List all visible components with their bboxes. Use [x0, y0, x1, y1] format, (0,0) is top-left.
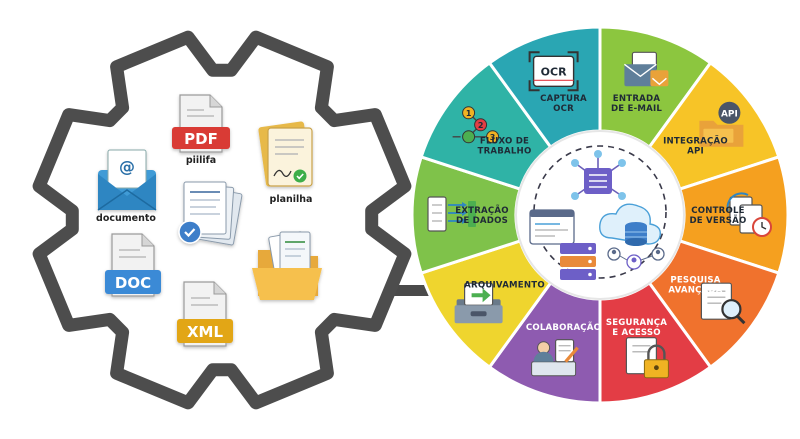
email-envelope-icon: @ [97, 149, 157, 211]
documento-label: documento [96, 213, 156, 224]
segment-label-versao-line-0: CONTROLE [691, 206, 745, 216]
server-stack-icon [560, 243, 596, 280]
document-stack-check-icon [178, 181, 243, 246]
pdf-badge: PDF [184, 130, 218, 148]
segment-label-ocr-line-0: CAPTURA [540, 94, 587, 104]
signed-sheet-icon [258, 121, 313, 187]
browser-window-icon [529, 209, 575, 245]
open-folder-icon [252, 231, 322, 300]
segment-label-pesquisa-line-0: PESQUISA [670, 275, 720, 285]
central-database-network-icon [515, 130, 685, 300]
api-icon-text: API [721, 109, 738, 119]
workflow-step-3: 3 [490, 133, 496, 142]
segment-label-seguranca-line-0: SEGURANÇA [606, 318, 667, 328]
segment-label-colaboracao-line-0: COLABORAÇÃO [526, 322, 601, 333]
padlock-icon [625, 337, 669, 379]
pdf-file-icon [172, 94, 230, 153]
segment-label-fluxo-line-1: TRABALHO [478, 147, 532, 157]
workflow-icon: 123 [452, 106, 500, 144]
svg-text:@: @ [119, 157, 135, 176]
archive-box-icon [454, 282, 503, 324]
workflow-step-2: 2 [478, 121, 484, 130]
collaboration-icon [531, 339, 579, 377]
ocr-icon-text: OCR [541, 65, 567, 78]
segment-label-api-line-0: INTEGRAÇÃO [663, 136, 728, 147]
planilha-label: planilha [270, 194, 313, 205]
api-folder-icon: API [699, 101, 744, 147]
network-node-icon [571, 150, 626, 200]
segment-label-pesquisa-line-1: AVANÇADA [668, 285, 722, 295]
version-clock-icon [726, 192, 772, 237]
ocr-scan-icon: OCR [528, 51, 579, 92]
users-icon [607, 247, 665, 270]
segment-label-versao-line-1: DE VERSÃO [689, 215, 746, 226]
gear-contents: @ documento PDF piilifa planilha [96, 94, 322, 347]
xml-badge: XML [187, 323, 223, 341]
doc-badge: DOC [115, 274, 151, 292]
xml-file-icon [177, 281, 233, 347]
cloud-database-icon [599, 203, 661, 246]
search-document-icon [700, 282, 746, 325]
email-inbox-icon [623, 51, 669, 87]
doc-file-icon [105, 233, 161, 297]
segment-label-ocr-line-1: OCR [553, 104, 574, 114]
segment-label-email-line-0: ENTRADA [613, 94, 661, 104]
segment-label-extracao-line-0: EXTRAÇÃO [455, 205, 509, 216]
segment-label-fluxo-line-0: FLUXO DE [480, 137, 529, 147]
data-extraction-icon [427, 196, 476, 232]
pdf-label: piilifa [186, 155, 216, 166]
segment-label-api-line-1: API [687, 147, 704, 157]
workflow-step-1: 1 [466, 109, 472, 118]
segment-label-arquivamento-line-0: ARQUIVAMENTO [464, 280, 545, 290]
segment-label-extracao-line-1: DE DADOS [456, 216, 508, 226]
segment-label-seguranca-line-1: E ACESSO [612, 328, 661, 338]
segment-label-email-line-1: DE E-MAIL [611, 104, 662, 114]
